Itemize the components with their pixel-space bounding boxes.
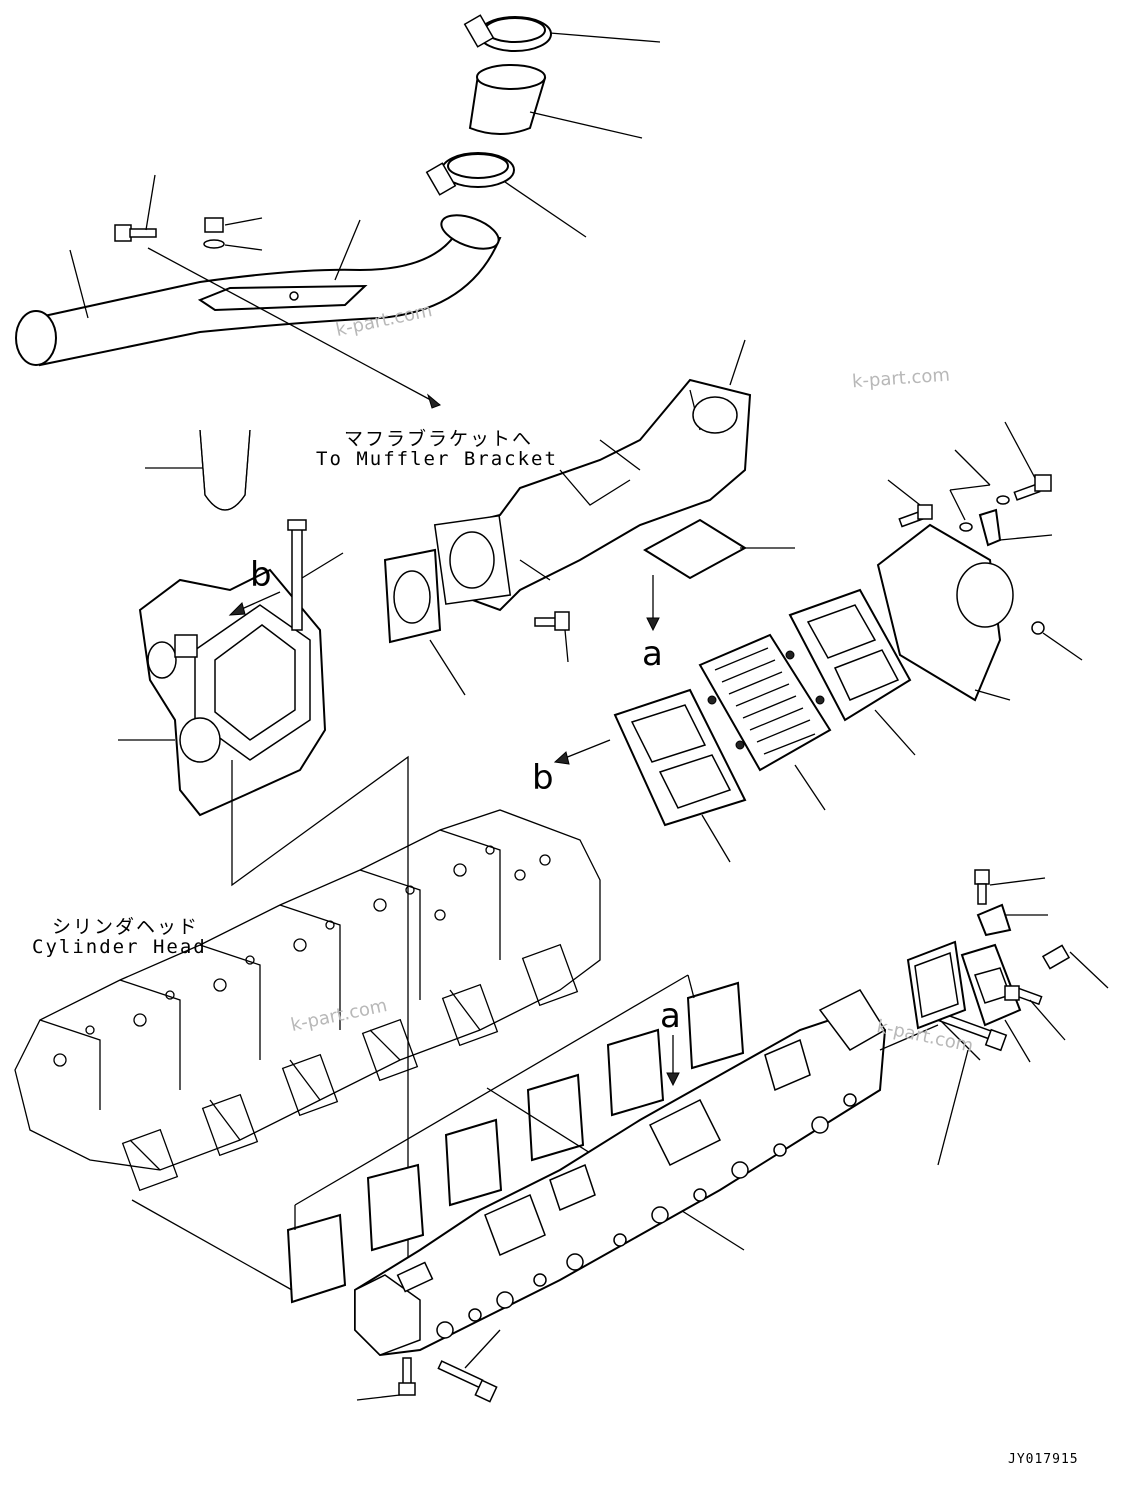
elbow-outlet-gasket (643, 518, 795, 580)
elbow-inlet-gasket (383, 548, 466, 696)
sensor-bolt-and-clamp (974, 869, 1066, 1041)
reference-mark-a-lower: a (660, 996, 681, 1036)
muffler-bracket-label-en: To Muffler Bracket (316, 448, 558, 470)
bracket-bolt (114, 174, 157, 242)
cylinder-head-label-jp: シリンダヘッド (52, 916, 200, 938)
b-arrowhead-upper (228, 602, 246, 616)
reference-mark-b-upper: b (250, 555, 272, 595)
cover-bolts (887, 421, 1083, 661)
manifold-gaskets (286, 974, 745, 1304)
elbow-mounting-bolt (534, 611, 570, 663)
manifold-bolts (356, 1007, 1008, 1403)
turbo-to-head-leader (231, 755, 409, 1260)
pipe-support-bracket (197, 219, 368, 312)
gasket-to-head-leader (131, 1199, 293, 1291)
outlet-cover (876, 523, 1014, 702)
turbo-stud-bolt (287, 519, 344, 631)
cylinder-head-assembly (14, 809, 601, 1192)
exhaust-manifold-lower (354, 989, 887, 1357)
a-arrowhead-upper (646, 617, 660, 632)
a-arrowhead-lower (666, 1072, 680, 1087)
muffler-bracket-label-jp: マフラブラケットへ (344, 428, 534, 450)
connecting-sleeve (468, 64, 643, 139)
cooler-gasket-right (788, 588, 916, 756)
b-reference-arrow-lower (559, 739, 611, 761)
u-bolt (145, 429, 251, 511)
outlet-cover-lower-gasket (879, 940, 981, 1061)
temperature-sensor (1041, 944, 1109, 989)
exhaust-elbow-housing (433, 339, 752, 612)
cooler-gasket-left (613, 688, 747, 863)
muffler-bracket-arrow (147, 247, 441, 406)
turbocharger (118, 568, 327, 817)
intercooler-core (698, 633, 832, 811)
drawing-number: JY017915 (1008, 1452, 1079, 1467)
lower-hose-clamp (425, 152, 587, 238)
reference-mark-b-lower: b (532, 758, 554, 798)
bracket-nut-and-washer (203, 217, 263, 251)
b-arrowhead-lower (553, 751, 570, 765)
reference-mark-a-upper: a (642, 634, 663, 674)
muffler-bracket-arrowhead (427, 393, 441, 409)
upper-hose-clamp (463, 14, 661, 52)
cover-clip-and-washers (949, 449, 1053, 547)
cylinder-head-label-en: Cylinder Head (32, 936, 207, 958)
